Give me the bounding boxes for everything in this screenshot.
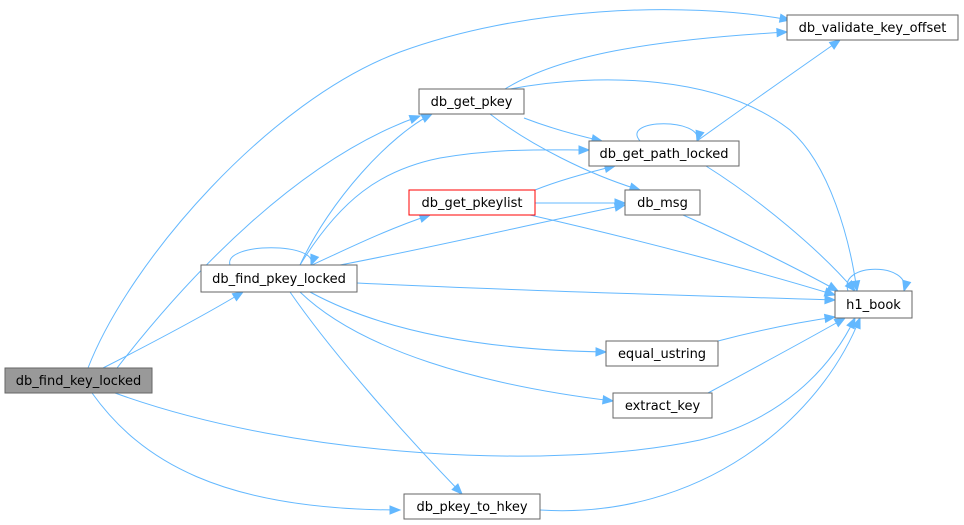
node-label: db_find_key_locked: [16, 374, 141, 389]
arrowhead: [824, 294, 837, 305]
arrowhead: [776, 27, 789, 38]
arrowhead: [602, 395, 615, 405]
edge-db_find_pkey_locked-to-db_get_pkey: [299, 113, 434, 266]
node-box[interactable]: [200, 264, 358, 293]
node-label: extract_key: [625, 399, 701, 414]
node-db_msg[interactable]: db_msg: [624, 189, 701, 216]
node-equal_ustring[interactable]: equal_ustring: [605, 340, 719, 367]
arrowhead: [844, 279, 856, 293]
arrowhead: [231, 291, 245, 302]
node-box[interactable]: [403, 493, 541, 520]
edge-h1_book-to-h1_book: [846, 268, 912, 293]
arrowhead: [418, 213, 432, 223]
arrowhead: [833, 317, 847, 328]
edge-db_find_key_locked-to-db_pkey_to_hkey: [91, 392, 402, 515]
arrowhead: [595, 347, 608, 357]
arrowhead: [902, 279, 912, 293]
edge-db_get_pkey-to-h1_book: [509, 79, 861, 293]
edge-db_find_pkey_locked-to-h1_book: [356, 282, 837, 305]
edge-db_find_key_locked-to-db_get_pkey: [116, 114, 422, 369]
arrowhead: [420, 113, 434, 123]
arrowhead: [826, 281, 840, 292]
node-db_get_pkey[interactable]: db_get_pkey: [418, 88, 525, 115]
edge-db_get_path_locked-to-db_validate_key_offset: [696, 39, 842, 142]
arrowhead: [850, 279, 861, 293]
edge-db_pkey_to_hkey-to-h1_book: [539, 316, 861, 512]
node-extract_key[interactable]: extract_key: [612, 392, 713, 419]
arrowhead: [451, 483, 463, 495]
edge-db_get_pkey-to-db_validate_key_offset: [504, 27, 789, 90]
node-label: db_get_path_locked: [600, 147, 729, 162]
arrowhead: [614, 198, 627, 208]
node-box[interactable]: [588, 140, 740, 167]
arrowhead: [846, 316, 856, 330]
arrowhead: [695, 129, 705, 143]
node-box[interactable]: [834, 290, 913, 319]
edge-db_get_pkeylist-to-db_msg: [535, 198, 627, 208]
edge-db_find_pkey_locked-to-db_pkey_to_hkey: [289, 291, 463, 495]
node-db_get_path_locked[interactable]: db_get_path_locked: [588, 140, 740, 167]
node-box[interactable]: [786, 14, 959, 41]
call-graph-nodes: db_find_key_locked db_find_pkey_locked db_…: [4, 14, 959, 520]
node-db_find_key_locked[interactable]: db_find_key_locked: [4, 367, 153, 394]
arrowhead: [823, 313, 837, 324]
arrowhead: [823, 287, 837, 297]
node-box[interactable]: [4, 367, 153, 394]
node-label: h1_book: [846, 298, 901, 313]
edge-db_find_pkey_locked-to-db_get_path_locked: [299, 145, 591, 266]
edge-db_find_pkey_locked-to-db_get_pkeylist: [311, 213, 432, 266]
node-db_validate_key_offset[interactable]: db_validate_key_offset: [786, 14, 959, 41]
arrowhead: [851, 316, 861, 330]
arrowhead: [310, 253, 320, 267]
edge-db_find_pkey_locked-to-equal_ustring: [309, 291, 608, 357]
node-db_get_pkeylist[interactable]: db_get_pkeylist: [408, 189, 536, 216]
edge-db_get_pkeylist-to-h1_book: [529, 214, 837, 297]
node-db_pkey_to_hkey[interactable]: db_pkey_to_hkey: [403, 493, 541, 520]
edge-db_get_path_locked-to-h1_book: [705, 165, 856, 293]
node-label: db_msg: [637, 196, 688, 211]
node-box[interactable]: [605, 340, 719, 367]
node-label: db_validate_key_offset: [799, 21, 947, 36]
arrowhead: [408, 114, 422, 124]
edge-db_get_path_locked-to-db_get_path_locked: [636, 123, 705, 143]
arrowhead: [389, 505, 402, 515]
edge-db_find_key_locked-to-db_validate_key_offset: [87, 9, 792, 369]
edge-db_find_pkey_locked-to-extract_key: [299, 291, 615, 405]
edge-extract_key-to-h1_book: [707, 317, 847, 394]
node-label: db_get_pkeylist: [422, 196, 523, 211]
arrowhead: [578, 145, 591, 155]
node-label: db_get_pkey: [431, 95, 513, 110]
call-graph-edges: [87, 9, 912, 515]
edge-db_get_pkey-to-db_get_path_locked: [523, 117, 604, 144]
node-db_find_pkey_locked[interactable]: db_find_pkey_locked: [200, 264, 358, 293]
node-h1_book[interactable]: h1_book: [834, 290, 913, 319]
edge-db_msg-to-h1_book: [682, 214, 840, 292]
edge-equal_ustring-to-h1_book: [717, 313, 837, 342]
node-label: db_pkey_to_hkey: [416, 500, 527, 515]
node-box[interactable]: [418, 88, 525, 115]
node-box[interactable]: [408, 189, 536, 216]
node-box[interactable]: [624, 189, 701, 216]
edge-db_find_pkey_locked-to-db_find_pkey_locked: [229, 247, 320, 267]
node-label: db_find_pkey_locked: [212, 272, 346, 287]
node-box[interactable]: [612, 392, 713, 419]
arrowhead: [828, 39, 842, 50]
edge-db_find_key_locked-to-db_find_pkey_locked: [102, 291, 245, 369]
node-label: equal_ustring: [618, 347, 706, 362]
edge-db_find_key_locked-to-h1_book: [114, 316, 856, 457]
